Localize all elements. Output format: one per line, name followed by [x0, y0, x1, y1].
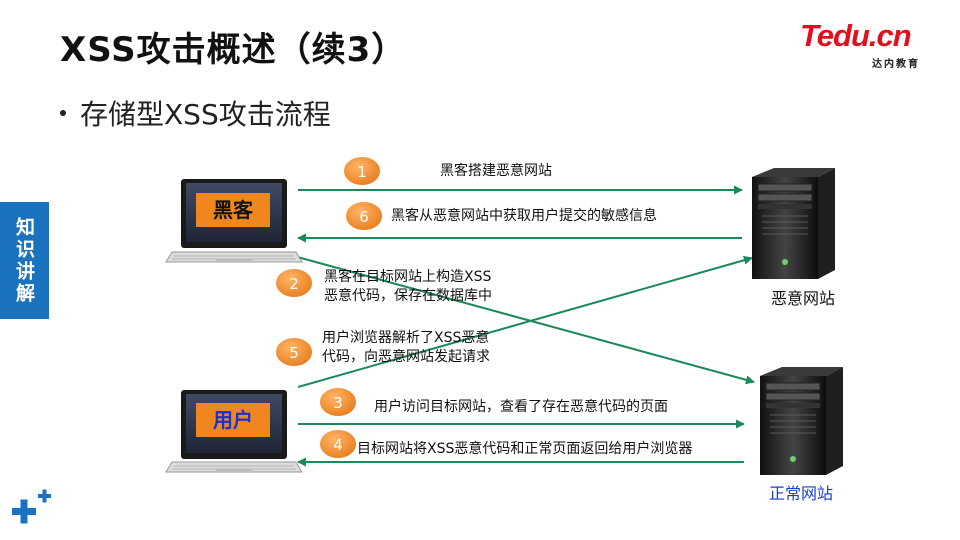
- arrow-step-2: [289, 254, 755, 385]
- tedu-logo: Tedu.cn 达内教育: [800, 18, 940, 70]
- step-number-6: 6: [359, 208, 369, 226]
- normal-server-label: 正常网站: [769, 484, 833, 503]
- user-label: 用户: [213, 408, 253, 432]
- step-number-4: 4: [333, 436, 343, 454]
- side-tab: 知识讲解: [0, 202, 49, 319]
- step-number-2: 2: [289, 275, 299, 293]
- logo-subtitle: 达内教育: [872, 59, 920, 70]
- step-1-text: 黑客搭建恶意网站: [440, 163, 552, 179]
- arrow-step-5: [297, 255, 753, 388]
- step-5-line-1: 用户浏览器解析了XSS恶意: [322, 330, 490, 346]
- step-badge-4: 4: [318, 428, 358, 460]
- logo-text: Tedu.cn: [800, 18, 912, 53]
- plus-logo-icon: [12, 489, 51, 524]
- hacker-laptop-icon: [165, 179, 303, 263]
- bullet-text: 存储型XSS攻击流程: [80, 98, 331, 131]
- bullet-dot: [60, 110, 66, 116]
- step-2-line-2: 恶意代码，保存在数据库中: [324, 288, 492, 304]
- malicious-server-label: 恶意网站: [771, 289, 835, 308]
- user-laptop-icon: [165, 390, 303, 473]
- hacker-label: 黑客: [213, 198, 254, 222]
- step-number-1: 1: [357, 163, 367, 181]
- page-title: XSS攻击概述（续3）: [60, 30, 407, 70]
- step-4-text: 目标网站将XSS恶意代码和正常页面返回给用户浏览器: [357, 441, 693, 457]
- step-2-text: 黑客在目标网站上构造XSS 恶意代码，保存在数据库中: [324, 268, 492, 306]
- step-5-line-2: 代码，向恶意网站发起请求: [322, 349, 490, 365]
- step-2-line-1: 黑客在目标网站上构造XSS: [324, 269, 492, 285]
- bullet-item: 存储型XSS攻击流程: [60, 93, 331, 133]
- step-badge-5: 5: [274, 336, 314, 368]
- step-6-text: 黑客从恶意网站中获取用户提交的敏感信息: [391, 208, 657, 224]
- malicious-server-icon: [752, 168, 835, 279]
- step-5-text: 用户浏览器解析了XSS恶意 代码，向恶意网站发起请求: [322, 329, 490, 367]
- step-badge-3: 3: [318, 386, 358, 418]
- normal-server-icon: [760, 367, 843, 475]
- step-badge-6: 6: [344, 200, 384, 232]
- step-3-text: 用户访问目标网站，查看了存在恶意代码的页面: [374, 399, 668, 415]
- step-number-3: 3: [333, 394, 343, 412]
- step-badge-2: 2: [274, 267, 314, 299]
- step-number-5: 5: [289, 344, 299, 362]
- step-badge-1: 1: [342, 155, 382, 187]
